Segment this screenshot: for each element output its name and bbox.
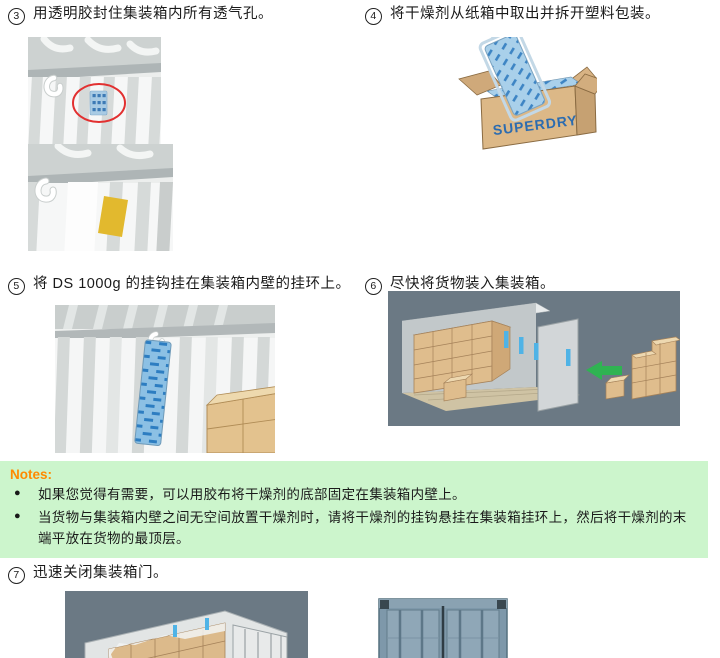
desiccant-bag-icon	[478, 36, 552, 122]
yellow-tape-icon	[98, 195, 128, 237]
step-6-number: 6	[365, 277, 382, 295]
bullet-icon: ●	[14, 510, 21, 523]
notes-section: Notes: ●如果您觉得有需要，可以用胶布将干燥剂的底部固定在集装箱内壁上。 …	[0, 460, 708, 559]
step-text-row-1: 3 用透明胶封住集装箱内所有透气孔。 4 将干燥剂从纸箱中取出并拆开塑料包装。	[0, 0, 720, 25]
cargo-box-icon	[205, 385, 275, 453]
step-5-text: 将 DS 1000g 的挂钩挂在集装箱内壁的挂环上。	[33, 275, 351, 292]
desiccant-tab-icon	[173, 625, 177, 638]
container-vent-circled-illustration	[28, 36, 161, 144]
step-5: 5 将 DS 1000g 的挂钩挂在集装箱内壁的挂环上。	[0, 275, 360, 295]
step-3-text: 用透明胶封住集装箱内所有透气孔。	[33, 6, 273, 22]
container-doors-icon	[232, 624, 288, 658]
step-3-number: 3	[8, 7, 25, 25]
notes-heading: Notes:	[10, 466, 53, 482]
lock-rods-icon	[398, 610, 484, 658]
step-text-row-2: 5 将 DS 1000g 的挂钩挂在集装箱内壁的挂环上。 6 尽快将货物装入集装箱。	[0, 275, 720, 295]
step-4: 4 将干燥剂从纸箱中取出并拆开塑料包装。	[360, 5, 720, 25]
corner-castings-icon	[380, 600, 506, 610]
step-4-text: 将干燥剂从纸箱中取出并拆开塑料包装。	[390, 6, 660, 22]
desiccant-tab-icon	[205, 618, 209, 631]
cargo-stack-icon	[108, 622, 226, 658]
note-item-1: ● 如果您觉得有需要，可以用胶布将干燥剂的底部固定在集装箱内壁上。	[10, 485, 698, 506]
loading-image-cell	[360, 290, 720, 453]
closed-doors-illustration	[378, 596, 508, 658]
loading-scene-illustration	[388, 290, 680, 426]
red-highlight-circle-icon	[72, 82, 126, 123]
desiccant-strips-icon	[504, 330, 571, 366]
desiccant-strip-icon	[134, 338, 172, 446]
note-item-1-text: 如果您觉得有需要，可以用胶布将干燥剂的底部固定在集装箱内壁上。	[38, 486, 466, 502]
bullet-icon: ●	[14, 486, 21, 499]
step-6: 6 尽快将货物装入集装箱。	[360, 275, 720, 295]
note-item-2-text: 当货物与集装箱内壁之间无空间放置干燥剂时，请将干燥剂的挂钩悬挂在集装箱挂环上，然…	[38, 510, 687, 547]
loaded-container-illustration	[65, 591, 308, 658]
vent-images-cell	[0, 36, 360, 251]
step-7-text: 迅速关闭集装箱门。	[33, 565, 168, 582]
step-7: 7 迅速关闭集装箱门。	[0, 564, 720, 585]
step-3: 3 用透明胶封住集装箱内所有透气孔。	[0, 5, 360, 25]
hanging-image-cell	[0, 301, 360, 453]
green-arrow-icon	[586, 360, 622, 380]
note-item-2: ● 当货物与集装箱内壁之间无空间放置干燥剂时，请将干燥剂的挂钩悬挂在集装箱挂环上，…	[10, 508, 698, 550]
step-5-number: 5	[8, 277, 25, 295]
doors-image-cell	[378, 596, 508, 658]
image-row-1: SUPERDRY	[0, 36, 720, 251]
desiccant-hanging-illustration	[55, 304, 275, 453]
cargo-stack-icon	[412, 320, 512, 401]
step-4-number: 4	[365, 7, 382, 25]
superdry-box-illustration: SUPERDRY	[458, 36, 597, 150]
step-6-text: 尽快将货物装入集装箱。	[390, 275, 555, 292]
container-vent-taped-illustration	[28, 143, 173, 251]
step-7-number: 7	[8, 567, 25, 585]
loaded-image-cell	[65, 591, 308, 658]
vent-grille-icon	[89, 90, 108, 116]
image-row-3	[0, 591, 720, 658]
superdry-image-cell: SUPERDRY	[360, 36, 720, 251]
image-row-2	[0, 290, 720, 453]
outside-cargo-icon	[605, 336, 680, 399]
